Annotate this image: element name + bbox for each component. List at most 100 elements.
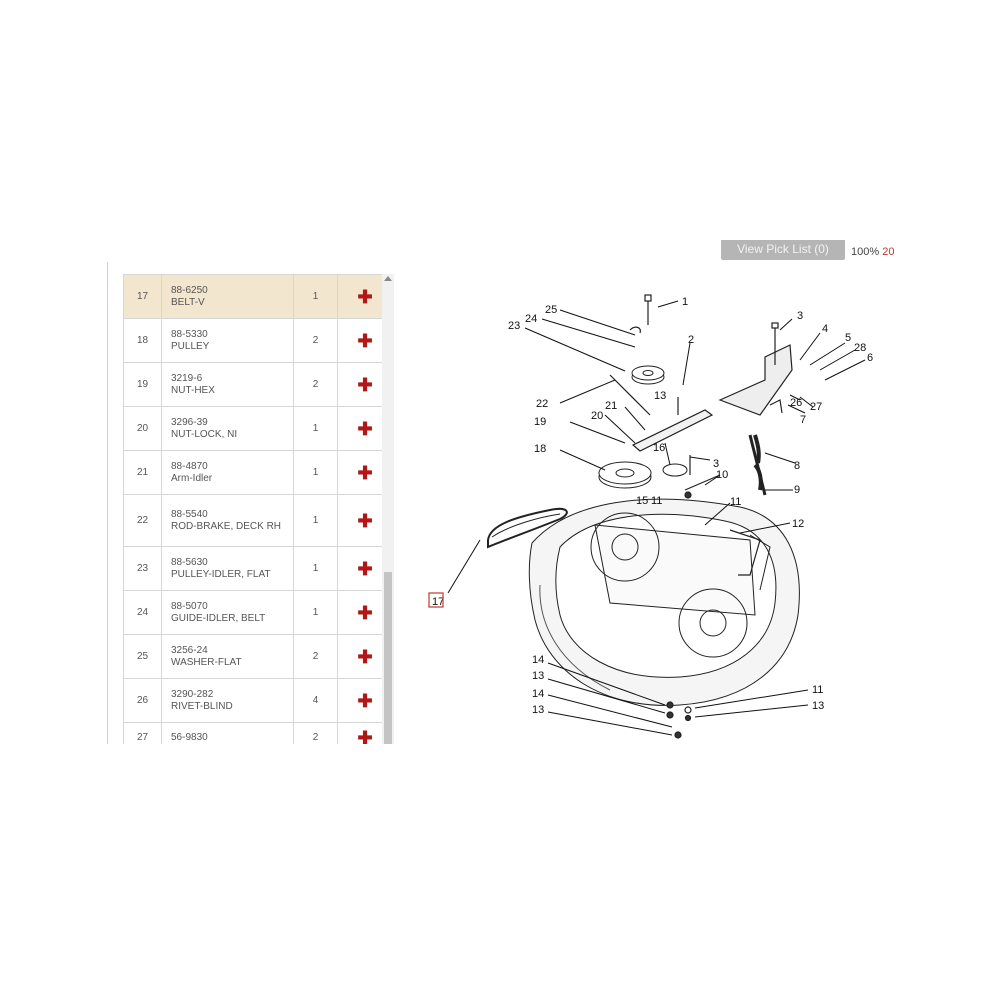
- ref-number: 21: [123, 450, 162, 495]
- part-description: WASHER-FLAT: [171, 656, 242, 668]
- part-number: 3290-282: [171, 688, 214, 700]
- part-number: 88-5330: [171, 328, 208, 340]
- scroll-up-icon[interactable]: [384, 276, 392, 281]
- callout-19: 19: [534, 416, 546, 428]
- callout-3: 3: [713, 458, 719, 470]
- pulleys: [598, 365, 688, 489]
- v-belt: [487, 507, 568, 549]
- table-row[interactable]: 27 56-9830 2 ✚: [123, 722, 393, 745]
- add-plus-icon[interactable]: ✚: [357, 510, 373, 531]
- add-plus-icon[interactable]: ✚: [357, 558, 373, 579]
- part-number: 3256-24: [171, 644, 208, 656]
- callout-26: 26: [790, 397, 802, 409]
- quantity: 1: [293, 494, 338, 547]
- ref-number: 27: [123, 722, 162, 744]
- ref-number: 18: [123, 318, 162, 363]
- view-pick-list-button[interactable]: View Pick List (0): [721, 240, 845, 260]
- callout-13: 13: [812, 700, 824, 712]
- callout-12: 12: [792, 518, 804, 530]
- mower-deck: [528, 498, 800, 706]
- part-number: 88-5630: [171, 556, 208, 568]
- callout-22: 22: [536, 398, 548, 410]
- add-plus-icon[interactable]: ✚: [357, 374, 373, 395]
- ref-number: 17: [123, 274, 162, 319]
- ref-number: 26: [123, 678, 162, 723]
- add-plus-icon[interactable]: ✚: [357, 727, 373, 745]
- ref-number: 24: [123, 590, 162, 635]
- add-plus-icon[interactable]: ✚: [357, 330, 373, 351]
- add-plus-icon[interactable]: ✚: [357, 646, 373, 667]
- ref-number: 25: [123, 634, 162, 679]
- callout-25: 25: [545, 304, 557, 316]
- part-number: 88-5540: [171, 508, 208, 520]
- callout-9: 9: [794, 484, 800, 496]
- part-description-cell: 56-9830: [161, 722, 294, 744]
- part-number: 88-4870: [171, 460, 208, 472]
- add-plus-icon[interactable]: ✚: [357, 418, 373, 439]
- callout-17[interactable]: 17: [432, 596, 444, 608]
- callout-15: 15: [636, 495, 648, 507]
- scrollbar[interactable]: [382, 274, 394, 744]
- callout-23: 23: [508, 320, 520, 332]
- part-number: 56-9830: [171, 731, 208, 743]
- callout-13: 13: [532, 704, 544, 716]
- add-to-list-cell[interactable]: ✚: [337, 722, 393, 745]
- quantity: 2: [293, 634, 338, 679]
- part-description: ROD-BRAKE, DECK RH: [171, 520, 282, 532]
- idler-arm-assembly: [609, 294, 793, 739]
- part-number: 3296-39: [171, 416, 208, 428]
- callout-4: 4: [822, 323, 828, 335]
- callout-10: 10: [716, 469, 728, 481]
- callout-1: 1: [682, 296, 688, 308]
- zoom-extra[interactable]: 20: [882, 246, 895, 258]
- part-description: NUT-HEX: [171, 384, 215, 396]
- part-description: BELT-V: [171, 296, 205, 308]
- part-description: NUT-LOCK, NI: [171, 428, 238, 440]
- callout-18: 18: [534, 443, 546, 455]
- callout-13: 13: [654, 390, 666, 402]
- ref-number: 20: [123, 406, 162, 451]
- add-plus-icon[interactable]: ✚: [357, 602, 373, 623]
- callout-2: 2: [688, 334, 694, 346]
- callout-28: 28: [854, 342, 866, 354]
- ref-number: 22: [123, 494, 162, 547]
- add-plus-icon[interactable]: ✚: [357, 462, 373, 483]
- add-plus-icon[interactable]: ✚: [357, 286, 373, 307]
- part-description: PULLEY-IDLER, FLAT: [171, 568, 271, 580]
- add-plus-icon[interactable]: ✚: [357, 690, 373, 711]
- quantity: 1: [293, 590, 338, 635]
- part-number: 88-6250: [171, 284, 208, 296]
- quantity: 1: [293, 274, 338, 319]
- scrollbar-thumb[interactable]: [384, 572, 392, 744]
- part-number: 88-5070: [171, 600, 208, 612]
- ref-number: 23: [123, 546, 162, 591]
- quantity: 1: [293, 546, 338, 591]
- quantity: 2: [293, 722, 338, 744]
- toolbar-strip: View Pick List (0) 100% 20: [107, 240, 907, 262]
- quantity: 2: [293, 362, 338, 407]
- highlighted-callout-box[interactable]: [428, 592, 444, 608]
